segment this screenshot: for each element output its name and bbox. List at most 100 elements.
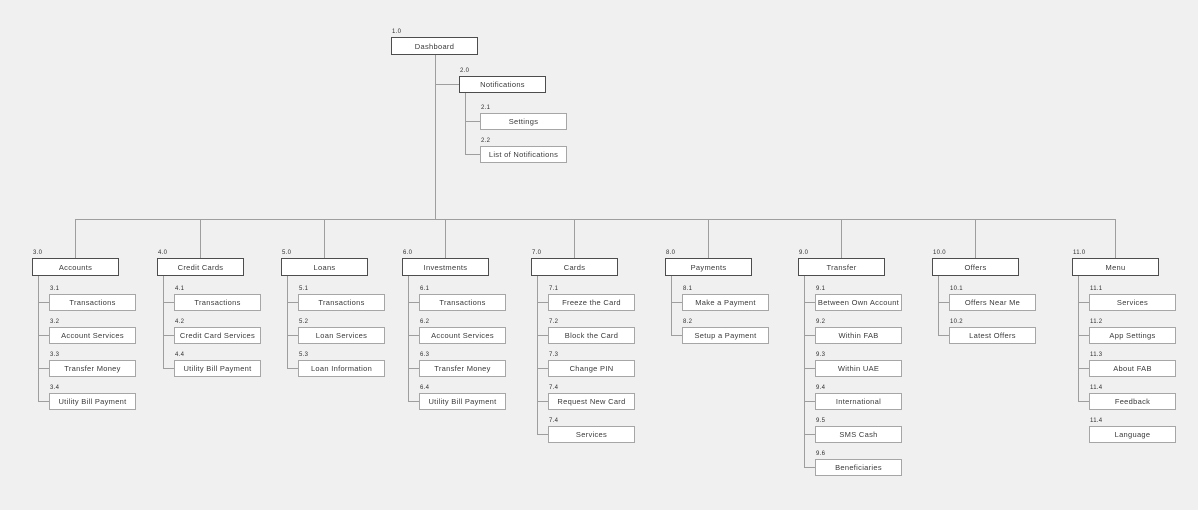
node-number-label: 9.1 (816, 286, 826, 292)
node-number-label: 1.0 (392, 29, 402, 35)
connector-line (1078, 302, 1089, 303)
node-latest-offers: Latest Offers (949, 327, 1036, 344)
node-account-services: Account Services (49, 327, 136, 344)
node-number-label: 2.1 (481, 105, 491, 111)
node-number-label: 7.4 (549, 385, 559, 391)
connector-line (938, 302, 949, 303)
node-number-label: 6.4 (420, 385, 430, 391)
connector-line (465, 121, 480, 122)
node-offers-near-me: Offers Near Me (949, 294, 1036, 311)
node-loans: Loans (281, 258, 368, 276)
node-number-label: 7.1 (549, 286, 559, 292)
connector-line (163, 368, 174, 369)
connector-line (1078, 276, 1079, 401)
node-number-label: 4.4 (175, 352, 185, 358)
node-number-label: 7.4 (549, 418, 559, 424)
node-number-label: 9.0 (799, 250, 809, 256)
node-number-label: 7.3 (549, 352, 559, 358)
connector-line (537, 368, 548, 369)
connector-line (408, 335, 419, 336)
node-sms-cash: SMS Cash (815, 426, 902, 443)
node-accounts: Accounts (32, 258, 119, 276)
node-number-label: 10.1 (950, 286, 963, 292)
node-cards: Cards (531, 258, 618, 276)
node-international: International (815, 393, 902, 410)
node-number-label: 2.2 (481, 138, 491, 144)
node-number-label: 9.6 (816, 451, 826, 457)
connector-line (1078, 401, 1089, 402)
node-about-fab: About FAB (1089, 360, 1176, 377)
node-number-label: 4.1 (175, 286, 185, 292)
connector-line (804, 368, 815, 369)
node-number-label: 7.2 (549, 319, 559, 325)
node-within-fab: Within FAB (815, 327, 902, 344)
node-within-uae: Within UAE (815, 360, 902, 377)
node-transfer-money: Transfer Money (49, 360, 136, 377)
node-request-new-card: Request New Card (548, 393, 635, 410)
connector-line (574, 219, 575, 258)
connector-line (671, 302, 682, 303)
connector-line (1078, 368, 1089, 369)
connector-line (938, 335, 949, 336)
node-utility-bill-payment: Utility Bill Payment (419, 393, 506, 410)
node-feedback: Feedback (1089, 393, 1176, 410)
node-services: Services (548, 426, 635, 443)
node-number-label: 6.0 (403, 250, 413, 256)
node-credit-card-services: Credit Card Services (174, 327, 261, 344)
node-number-label: 5.0 (282, 250, 292, 256)
node-number-label: 11.0 (1073, 250, 1086, 256)
node-number-label: 11.1 (1090, 286, 1103, 292)
node-offers: Offers (932, 258, 1019, 276)
node-transfer-money: Transfer Money (419, 360, 506, 377)
connector-line (38, 401, 49, 402)
connector-line (465, 154, 480, 155)
node-list-of-notifications: List of Notifications (480, 146, 567, 163)
node-make-a-payment: Make a Payment (682, 294, 769, 311)
node-account-services: Account Services (419, 327, 506, 344)
connector-line (38, 335, 49, 336)
node-transactions: Transactions (49, 294, 136, 311)
connector-line (75, 219, 76, 258)
connector-line (938, 276, 939, 335)
connector-line (287, 276, 288, 368)
node-number-label: 3.4 (50, 385, 60, 391)
connector-line (435, 55, 436, 219)
connector-line (537, 302, 548, 303)
connector-line (163, 335, 174, 336)
connector-line (671, 335, 682, 336)
node-number-label: 6.3 (420, 352, 430, 358)
connector-line (38, 276, 39, 401)
node-freeze-the-card: Freeze the Card (548, 294, 635, 311)
node-number-label: 6.2 (420, 319, 430, 325)
node-number-label: 10.2 (950, 319, 963, 325)
connector-line (408, 276, 409, 401)
connector-line (1078, 335, 1089, 336)
connector-line (163, 276, 164, 368)
connector-line (408, 368, 419, 369)
node-transactions: Transactions (174, 294, 261, 311)
connector-line (287, 368, 298, 369)
node-number-label: 9.2 (816, 319, 826, 325)
node-services: Services (1089, 294, 1176, 311)
node-setup-a-payment: Setup a Payment (682, 327, 769, 344)
node-number-label: 4.2 (175, 319, 185, 325)
node-credit-cards: Credit Cards (157, 258, 244, 276)
connector-line (38, 302, 49, 303)
node-number-label: 7.0 (532, 250, 542, 256)
node-number-label: 8.0 (666, 250, 676, 256)
node-payments: Payments (665, 258, 752, 276)
node-dashboard: Dashboard (391, 37, 478, 55)
node-number-label: 10.0 (933, 250, 946, 256)
connector-line (804, 434, 815, 435)
node-number-label: 3.0 (33, 250, 43, 256)
connector-line (163, 302, 174, 303)
connector-line (975, 219, 976, 258)
node-loan-services: Loan Services (298, 327, 385, 344)
connector-line (435, 84, 459, 85)
connector-line (804, 302, 815, 303)
node-utility-bill-payment: Utility Bill Payment (174, 360, 261, 377)
connector-line (408, 302, 419, 303)
node-number-label: 11.2 (1090, 319, 1103, 325)
connector-line (324, 219, 325, 258)
